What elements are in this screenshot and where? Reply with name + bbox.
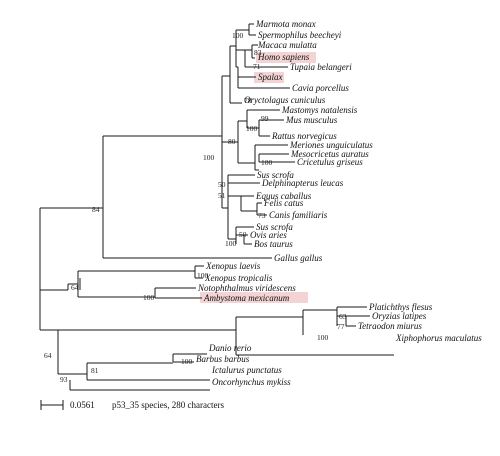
taxon-label: Canis familiaris — [269, 210, 328, 220]
support-value: 100 — [181, 357, 193, 366]
support-value: 80 — [228, 137, 236, 146]
branch — [236, 310, 304, 335]
branch — [103, 135, 272, 259]
branch — [236, 23, 256, 36]
taxon-label: Danio rerio — [208, 343, 252, 353]
support-value: 77 — [337, 322, 345, 331]
support-value: 84 — [92, 205, 100, 214]
tree-branches — [39, 23, 394, 391]
support-value: 64 — [44, 351, 52, 360]
taxon-label: Xenopus tropicalis — [204, 273, 273, 283]
branch — [78, 265, 204, 279]
branch — [238, 109, 280, 128]
branch — [40, 136, 104, 258]
branch — [255, 153, 295, 171]
support-value: 81 — [91, 366, 99, 375]
branch — [40, 329, 59, 374]
scale-bar-caption: p53_35 species, 280 characters — [112, 400, 224, 410]
support-value: 100 — [197, 271, 209, 280]
taxon-label: Platichthys flesus — [368, 302, 433, 312]
taxon-label: Spalax — [258, 72, 283, 82]
branch — [228, 195, 254, 211]
taxon-label: Meriones unguiculatus — [289, 140, 373, 150]
taxon-label: Delphinapterus leucas — [261, 178, 344, 188]
taxon-label: Felis catus — [263, 198, 304, 208]
branch — [236, 44, 288, 68]
taxon-label: Xenopus laevis — [205, 261, 261, 271]
taxon-label: Mesocricetus auratus — [290, 149, 369, 159]
taxon-label: Tupaia belangeri — [290, 62, 352, 72]
support-value: 71 — [253, 62, 261, 71]
taxon-label: Ambystoma mexicanum — [203, 293, 290, 303]
support-value: 100 — [261, 158, 273, 167]
branch — [40, 271, 79, 297]
taxon-label: Homo sapiens — [257, 52, 310, 62]
branch — [337, 306, 370, 327]
taxon-label: Ovis aries — [250, 230, 287, 240]
scale-bar-value: 0.0561 — [70, 400, 95, 410]
ambystoma-highlight — [200, 292, 308, 303]
taxon-label: Macaca mulatta — [257, 40, 317, 50]
support-value: 78 — [244, 96, 252, 105]
branch — [241, 202, 267, 216]
taxon-label: Oncorhynchus mykiss — [212, 377, 291, 387]
scale-bar-line — [40, 400, 64, 410]
support-value: 50 — [218, 180, 226, 189]
taxon-label: Gallus gallus — [274, 253, 323, 263]
branch — [303, 307, 338, 326]
homo-sapiens-highlight — [256, 52, 316, 63]
branch — [40, 207, 81, 290]
taxon-label: Spermophilus beecheyi — [258, 30, 342, 40]
taxon-label: Rattus norvegicus — [271, 131, 337, 141]
taxon-label: Marmota monax — [255, 19, 316, 29]
support-values: 100 83 71 78 99 100 80 100 100 50 51 73 … — [44, 31, 347, 384]
branch — [87, 353, 207, 364]
support-value: 93 — [60, 375, 68, 384]
taxon-label: Cricetulus griseus — [297, 157, 363, 167]
branch — [58, 317, 237, 355]
taxon-label: Tetraodon miurus — [358, 321, 422, 331]
taxon-label: Equus caballus — [255, 191, 312, 201]
scale-bar: 0.0561 p53_35 species, 280 characters — [40, 400, 224, 410]
support-value: 100 — [203, 153, 215, 162]
support-value: 100 — [143, 293, 155, 302]
support-value: 99 — [261, 114, 269, 123]
support-value: 51 — [218, 191, 226, 200]
taxon-label: Sus scrofa — [256, 222, 293, 232]
branch — [230, 30, 237, 67]
support-value: 83 — [254, 48, 262, 57]
support-value: 50 — [239, 230, 247, 239]
taxon-label: Oryctolagus cuniculus — [244, 95, 326, 105]
taxon-label: Mastomys natalensis — [281, 105, 358, 115]
branch — [236, 234, 252, 245]
branch — [222, 46, 231, 103]
taxon-label: Ictalurus punctatus — [211, 365, 282, 375]
taxon-label: Cavia porcellus — [292, 83, 349, 93]
taxon-label: Notophthalmus viridescens — [197, 283, 296, 293]
branch — [78, 287, 202, 299]
support-value: 64 — [71, 283, 79, 292]
branch — [236, 66, 290, 89]
branch — [222, 175, 229, 239]
spalax-highlight — [254, 72, 284, 83]
taxon-label: Bos taurus — [254, 239, 293, 249]
support-value: 100 — [317, 333, 329, 342]
taxon-label: Barbus barbus — [196, 354, 250, 364]
branch — [238, 144, 288, 170]
branch — [222, 121, 239, 163]
branch — [228, 174, 260, 184]
taxon-label: Oryzias latipes — [372, 311, 427, 321]
branch — [247, 119, 284, 137]
support-value: 63 — [339, 312, 347, 321]
taxon-label: Sus scrofa — [257, 170, 294, 180]
support-value: 100 — [232, 31, 244, 40]
support-value: 100 — [225, 239, 237, 248]
taxon-label: Mus musculus — [285, 115, 338, 125]
support-value: 100 — [246, 124, 258, 133]
taxon-label: Xiphophorus maculatus — [395, 333, 482, 343]
support-value: 73 — [258, 211, 266, 220]
taxon-labels: Marmota monax Spermophilus beecheyi Maca… — [196, 19, 482, 387]
